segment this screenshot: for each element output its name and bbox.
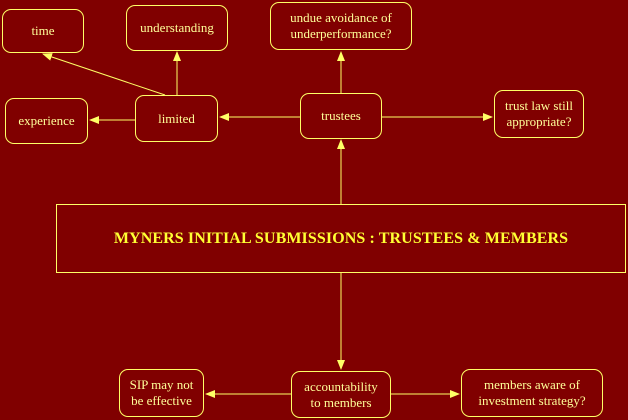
- node-limited: limited: [135, 95, 218, 142]
- edge-limited-to-time: [42, 53, 166, 96]
- diagram-title: MYNERS INITIAL SUBMISSIONS : TRUSTEES & …: [113, 229, 569, 247]
- node-experience-label: experience: [18, 113, 75, 128]
- node-trust-law-label: trust law still appropriate?: [505, 98, 573, 129]
- node-trustees-label: trustees: [321, 108, 361, 123]
- node-undue-avoidance: undue avoidance of underperformance?: [270, 2, 412, 50]
- node-accountability-label: accountability to members: [304, 378, 378, 410]
- node-members-aware: members aware of investment strategy?: [461, 369, 603, 417]
- node-trustees: trustees: [300, 93, 382, 139]
- node-accountability: accountability to members: [291, 371, 391, 418]
- node-members-aware-label: members aware of investment strategy?: [478, 377, 586, 408]
- node-trust-law: trust law still appropriate?: [494, 90, 584, 138]
- node-sip: SIP may not be effective: [119, 369, 204, 417]
- diagram-title-box: MYNERS INITIAL SUBMISSIONS : TRUSTEES & …: [56, 204, 626, 273]
- node-experience: experience: [5, 98, 88, 144]
- node-understanding: understanding: [126, 5, 228, 51]
- node-limited-label: limited: [158, 110, 195, 126]
- node-time-label: time: [31, 23, 55, 38]
- node-undue-avoidance-label: undue avoidance of underperformance?: [290, 10, 392, 41]
- node-sip-label: SIP may not be effective: [129, 377, 194, 408]
- node-understanding-label: understanding: [140, 20, 214, 35]
- node-time: time: [2, 9, 84, 53]
